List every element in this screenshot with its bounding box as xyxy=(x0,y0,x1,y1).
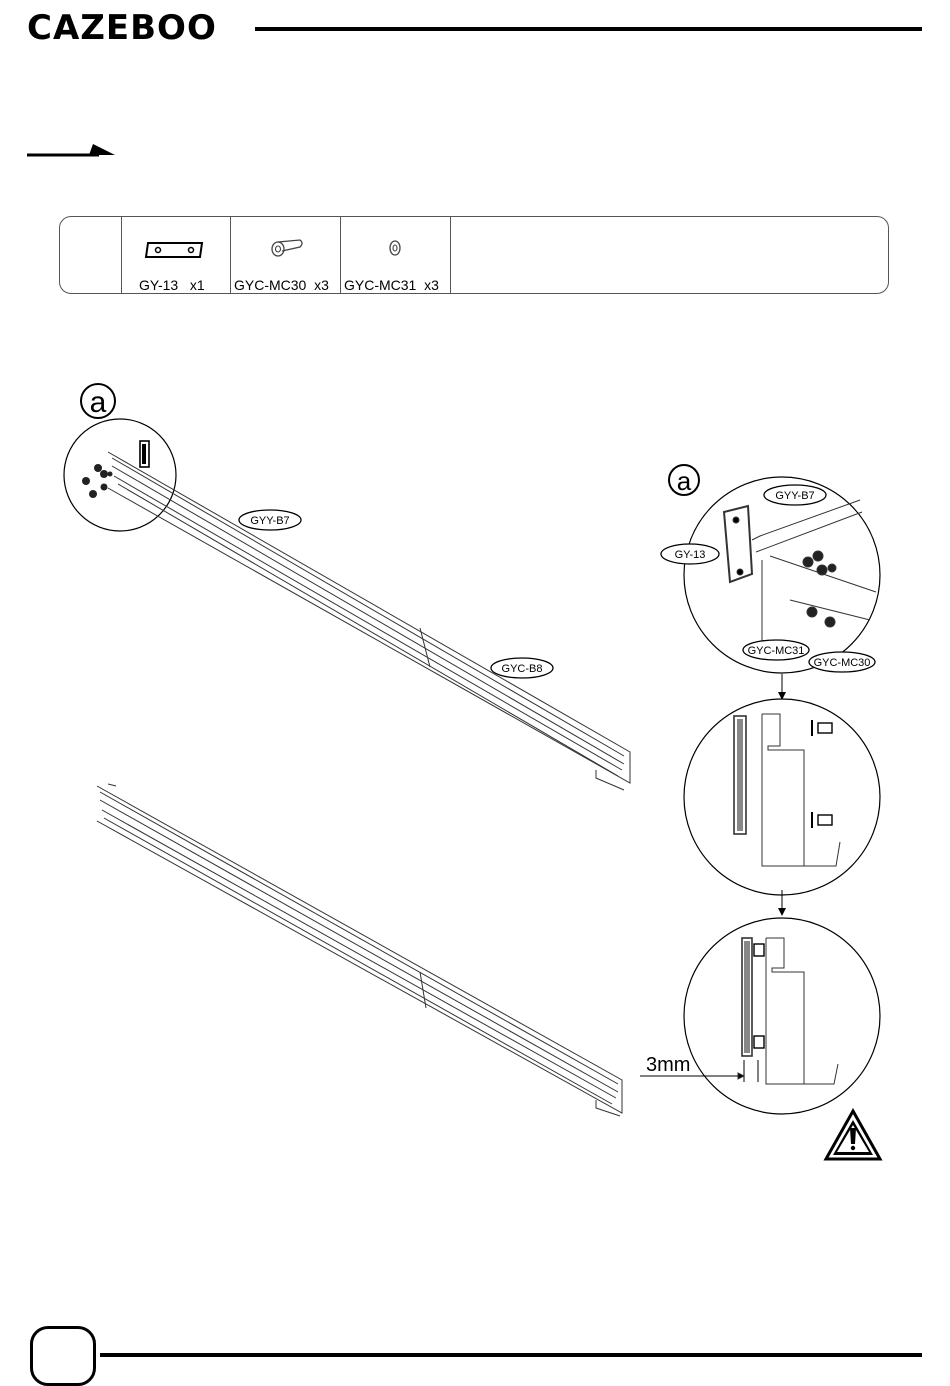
callout-gyc-b8-main: GYC-B8 xyxy=(491,658,553,678)
beam-gyy-b7 xyxy=(108,452,630,790)
callout-gyc-b8-main-text: GYC-B8 xyxy=(502,663,543,675)
callout-gyy-b7-main: GYY-B7 xyxy=(239,510,301,530)
callout-gyc-mc31-detail-text: GYC-MC31 xyxy=(748,645,805,657)
plate-gy13-main xyxy=(140,441,149,467)
step-marker-a-detail-text: a xyxy=(677,466,692,496)
callout-gyc-mc31-detail: GYC-MC31 xyxy=(743,640,809,660)
warning-triangle-icon xyxy=(826,1111,880,1159)
callout-gyc-mc30-detail-text: GYC-MC30 xyxy=(814,657,871,669)
callout-gyy-b7-main-text: GYY-B7 xyxy=(250,515,289,527)
detail-circle-section-closed xyxy=(684,918,880,1114)
fasteners-main xyxy=(82,464,113,498)
beam-gyc-b8 xyxy=(97,784,622,1116)
footer-rule xyxy=(100,1353,922,1357)
gap-dimension-label: 3mm xyxy=(646,1054,690,1077)
step-marker-a-detail: a xyxy=(669,465,699,496)
detail-section-open xyxy=(734,714,840,866)
step-arrow-down-icon xyxy=(778,674,786,700)
step-marker-a-main: a xyxy=(81,384,115,419)
callout-gy-13-detail: GY-13 xyxy=(661,544,719,564)
step-marker-a-main-text: a xyxy=(90,386,107,419)
callout-gyy-b7-detail-text: GYY-B7 xyxy=(775,490,814,502)
detail-exploded-parts xyxy=(724,500,876,660)
page-number-tab xyxy=(30,1326,96,1386)
zoom-circle-main xyxy=(64,419,176,531)
callout-gy-13-detail-text: GY-13 xyxy=(675,549,706,561)
callout-gyy-b7-detail: GYY-B7 xyxy=(764,485,826,505)
callout-gyc-mc30-detail: GYC-MC30 xyxy=(809,652,875,672)
step-arrow-down-icon xyxy=(778,890,786,916)
